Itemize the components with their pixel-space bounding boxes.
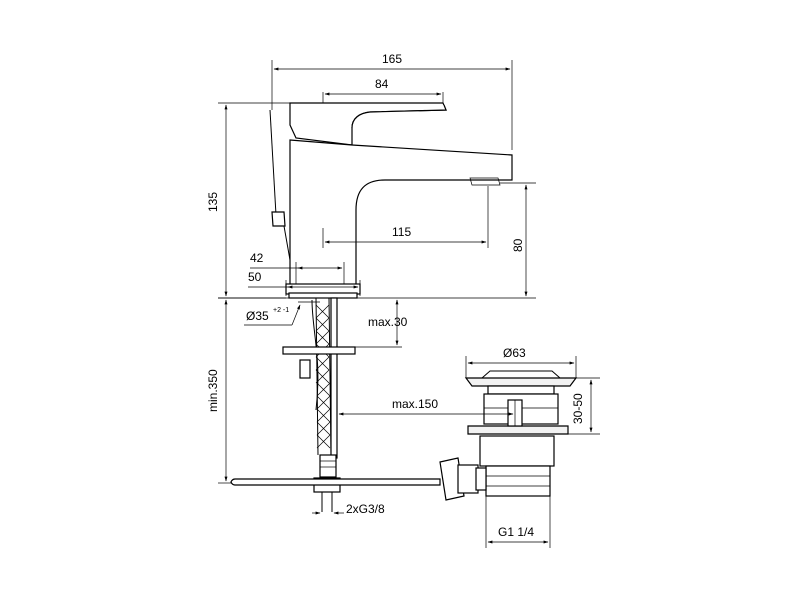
pull-rod [230,478,441,486]
dim-g114-label: G1 1/4 [498,525,534,539]
dim-30-50-label: 30-50 [571,393,585,424]
dimension-115: 115 [322,186,489,248]
dimension-80: 80 [500,182,536,297]
dimension-dia63: Ø63 [465,346,577,378]
dimension-min350: min.350 [206,299,231,484]
dim-115-label: 115 [392,225,411,239]
dimension-max30: max.30 [355,299,408,348]
dimension-165: 165 [271,52,513,150]
dim-42-label: 42 [250,251,264,265]
dim-min350-label: min.350 [206,369,220,412]
dim-50-label: 50 [248,270,262,284]
dimension-g114: G1 1/4 [485,496,551,548]
dimension-135: 135 [206,102,290,299]
dim-165-label: 165 [382,52,402,66]
dim-84-label: 84 [375,77,389,91]
dim-dia35-label: Ø35 [246,309,269,323]
dim-80-label: 80 [511,238,525,252]
dimension-dia35: Ø35 +2 -1 [244,301,320,326]
dimension-max150: max.150 [338,397,514,416]
dimension-42: 42 [250,251,345,284]
dimension-30-50: 30-50 [568,377,600,435]
dim-max30-label: max.30 [368,315,408,329]
drain-waste [439,370,578,501]
dim-g38-label: 2xG3/8 [346,502,385,516]
faucet-body [269,102,513,299]
dimension-50: 50 [248,270,361,296]
dim-dia35-tolerance: +2 -1 [273,307,289,314]
dim-135-label: 135 [206,192,220,212]
dim-max150-label: max.150 [392,397,438,411]
dimension-84: 84 [322,77,444,103]
dimension-g38: 2xG3/8 [312,502,385,516]
dim-dia63-label: Ø63 [503,346,526,360]
